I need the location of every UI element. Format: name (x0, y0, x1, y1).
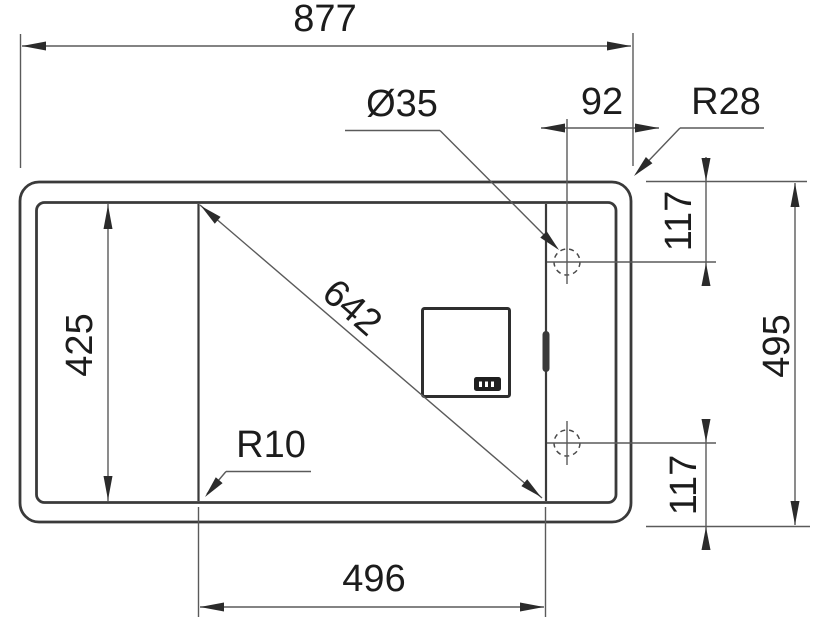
arrowhead-bottom (701, 263, 711, 286)
dim-outer-corner-radius: R28 (634, 81, 764, 176)
dimension-label: 425 (59, 313, 101, 376)
dimension-label: R10 (236, 424, 306, 466)
arrowhead-top (701, 158, 711, 181)
tap-hole-top (547, 119, 716, 284)
arrowhead-top-left (201, 206, 221, 224)
dimension-label: 642 (314, 271, 389, 344)
arrowhead-left (200, 602, 224, 612)
insert-slot (491, 381, 494, 387)
arrowhead-top (103, 205, 113, 229)
arrowhead-top (790, 183, 800, 207)
dimension-label: 92 (581, 81, 623, 123)
divider-clip (542, 331, 550, 372)
arrowhead-top (701, 419, 711, 442)
sink-rim-edge (35, 201, 618, 504)
dim-overall-depth: 495 (646, 183, 810, 528)
arrowhead-bottom (103, 476, 113, 500)
tap-holes (547, 119, 716, 465)
arrowhead (540, 231, 559, 250)
dim-hole-bottom-offset: 117 (663, 419, 711, 550)
arrowhead (205, 477, 223, 497)
dimension-label: Ø35 (366, 83, 438, 125)
arrowhead-right (607, 41, 631, 51)
insert-slot (485, 381, 488, 387)
dimension-label: 496 (342, 558, 405, 600)
dimension-label: 495 (756, 314, 798, 377)
accessory-box-outline (421, 307, 511, 398)
dim-hole-edge-offset: 92 (541, 81, 659, 133)
dimension-label: 117 (663, 455, 705, 516)
arrowhead-left (22, 41, 46, 51)
dim-overall-width: 877 (19, 0, 634, 168)
dimension-label: 877 (293, 0, 356, 40)
sink-outline (18, 180, 633, 524)
accessory-box (421, 307, 511, 398)
dimension-label: 117 (658, 191, 700, 252)
arrowhead-right (520, 602, 544, 612)
tap-hole-bottom (547, 421, 716, 465)
arrowhead-right (635, 123, 659, 133)
arrowhead-bottom (701, 527, 711, 550)
insert-slot (479, 381, 482, 387)
arrowhead-bottom-right (521, 479, 541, 497)
dimension-label: R28 (691, 81, 761, 123)
sink-outer-edge (18, 180, 633, 524)
dim-bowl-corner-radius: R10 (205, 424, 311, 497)
dim-bowl-width: 496 (197, 507, 547, 617)
arrowhead-bottom (790, 501, 800, 525)
dimension-line (199, 204, 543, 499)
arrowhead-left (541, 123, 565, 133)
arrowhead (634, 157, 653, 176)
dim-bowl-depth: 425 (59, 204, 113, 501)
dim-hole-diameter: Ø35 (345, 83, 559, 250)
dim-hole-top-offset: 117 (646, 157, 807, 286)
leader-line (439, 130, 558, 249)
